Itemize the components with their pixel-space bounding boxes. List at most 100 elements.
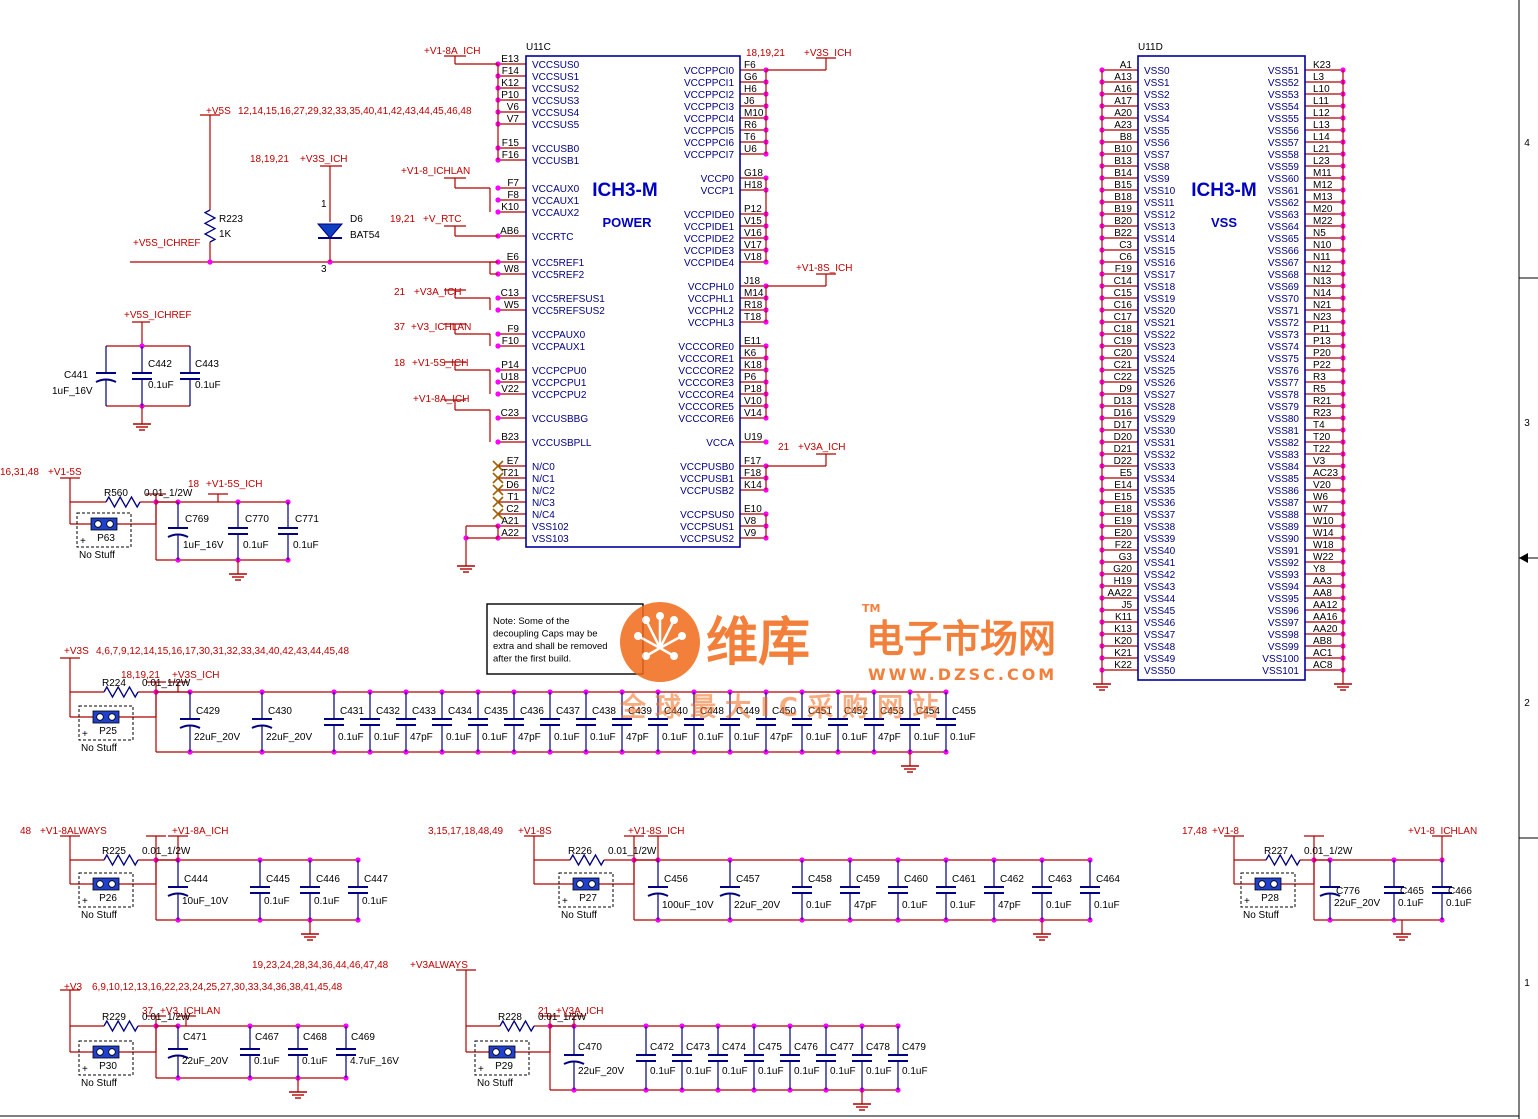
u11c-pin-number: F17: [744, 456, 762, 467]
u11d-pin-signal: VSS97: [1268, 618, 1300, 629]
c771-refdes: C771: [295, 514, 319, 525]
u11d-pin-signal: VSS15: [1144, 246, 1176, 257]
block_v18s-r-value: 0.01_1/2W: [608, 846, 657, 857]
c448-value: 0.1uF: [698, 732, 724, 743]
c466-capacitor: [1432, 860, 1452, 920]
block_v15-jumper-refdes: P63: [97, 533, 115, 544]
c432-value: 0.1uF: [374, 732, 400, 743]
u11d-pin-signal: VSS78: [1268, 390, 1300, 401]
u11d-pin-number: Y8: [1313, 564, 1326, 575]
u11d-pin-signal: VSS63: [1268, 210, 1300, 221]
net-page-refs: 21: [538, 1006, 550, 1017]
c461-refdes: C461: [952, 874, 976, 885]
u11d-pin-signal: VSS79: [1268, 402, 1300, 413]
u11c-refdes: U11C: [526, 42, 551, 53]
c468-value: 0.1uF: [302, 1056, 328, 1067]
u11c-pin-signal: N/C3: [532, 498, 555, 509]
c435-capacitor: [468, 692, 488, 752]
c462-refdes: C462: [1000, 874, 1024, 885]
c475-refdes: C475: [758, 1042, 782, 1053]
block_v15-r-value: 0.01_1/2W: [144, 488, 193, 499]
u11d-pin-signal: VSS37: [1144, 510, 1176, 521]
c433-refdes: C433: [412, 706, 436, 717]
net-label: +V5S_ICHREF: [133, 238, 201, 249]
watermark-slogan: 全 球 最 大 I C 采 购 网 站: [619, 692, 938, 723]
svg-text:+: +: [82, 729, 88, 740]
u11d-pin-number: R23: [1313, 408, 1332, 419]
u11c-pin-number: V14: [744, 408, 762, 419]
note-line: Note: Some of the: [493, 616, 570, 627]
ground-symbol: [457, 560, 475, 573]
u11c-pin-signal: VCCUSB1: [532, 156, 580, 167]
u11d-pin-number: N21: [1313, 300, 1332, 311]
c450-value: 47pF: [770, 732, 793, 743]
c457-value: 22uF_20V: [734, 900, 780, 911]
u11c-pin-number: P14: [501, 360, 519, 371]
c452-value: 0.1uF: [842, 732, 868, 743]
net-label: +V1-8S_ICH: [796, 263, 852, 274]
c454-refdes: C454: [916, 706, 940, 717]
u11d-pin-number: D22: [1114, 456, 1133, 467]
u11c-pin-number: U6: [744, 144, 757, 155]
u11d-pin-signal: VSS64: [1268, 222, 1300, 233]
ground-symbol: [229, 568, 247, 581]
block_v3always-jumper: +: [474, 1040, 530, 1076]
pin-dot: [495, 295, 501, 301]
u11c-pin-number: F7: [507, 178, 519, 189]
u11d-pin-number: P22: [1313, 360, 1331, 371]
block_v3s-nostuff-note: No Stuff: [81, 743, 117, 754]
c464-value: 0.1uF: [1094, 900, 1120, 911]
c445-refdes: C445: [266, 874, 290, 885]
u11d-pin-signal: VSS44: [1144, 594, 1176, 605]
u11d-pin-number: K21: [1114, 648, 1132, 659]
u11d-pin-signal: VSS17: [1144, 270, 1176, 281]
c448-capacitor: [684, 692, 704, 752]
u11c-pin-signal: VCCPHL3: [688, 318, 735, 329]
u11c-pin-signal: VCCPIDE1: [684, 222, 734, 233]
no-connect-mark: [492, 496, 504, 508]
u11c-pin-number: K6: [744, 348, 757, 359]
net-label: +V1-8A_ICH: [172, 826, 228, 837]
u11c-pin-signal: VCCPPCI5: [684, 126, 734, 137]
d6-diode: [316, 223, 344, 239]
u11d-pin-number: T20: [1313, 432, 1331, 443]
block_v3always-resistor: [499, 1019, 535, 1033]
u11d-pin-number: W14: [1313, 528, 1334, 539]
r223-value: 1K: [219, 229, 232, 240]
u11d-pin-signal: VSS0: [1144, 66, 1170, 77]
u11c-pin-number: V22: [501, 384, 519, 395]
c771-value: 0.1uF: [293, 540, 319, 551]
u11d-pin-signal: VSS84: [1268, 462, 1300, 473]
c444-refdes: C444: [184, 874, 208, 885]
c438-capacitor: [576, 692, 596, 752]
c473-refdes: C473: [686, 1042, 710, 1053]
u11d-pin-number: A16: [1114, 84, 1132, 95]
c432-refdes: C432: [376, 706, 400, 717]
net-label: +V3_ICHLAN: [411, 322, 471, 333]
u11c-pin-number: C13: [501, 288, 520, 299]
svg-text:+: +: [1244, 896, 1250, 907]
c472-value: 0.1uF: [650, 1066, 676, 1077]
u11d-pin-signal: VSS48: [1144, 642, 1176, 653]
u11d-pin-signal: VSS72: [1268, 318, 1300, 329]
net-label: +V1-8S: [518, 826, 552, 837]
u11c-pin-signal: VCC5REFSUS1: [532, 294, 605, 305]
c445-value: 0.1uF: [264, 896, 290, 907]
u11d-pin-signal: VSS69: [1268, 282, 1300, 293]
net-page-refs: 18,19,21: [250, 154, 289, 165]
u11c-pin-number: G18: [744, 168, 763, 179]
c466-refdes: C466: [1448, 886, 1472, 897]
u11c-subtitle: POWER: [602, 215, 652, 230]
c437-refdes: C437: [556, 706, 580, 717]
u11d-pin-signal: VSS20: [1144, 306, 1176, 317]
u11c-pin-number: J6: [744, 96, 755, 107]
note-line: after the first build.: [493, 654, 571, 665]
pin-dot: [495, 415, 501, 421]
c460-value: 0.1uF: [902, 900, 928, 911]
u11d-pin-number: A20: [1114, 108, 1132, 119]
svg-text:+: +: [562, 896, 568, 907]
u11d-pin-signal: VSS88: [1268, 510, 1300, 521]
u11c-pin-number: T21: [502, 468, 520, 479]
c455-capacitor: [936, 692, 956, 752]
